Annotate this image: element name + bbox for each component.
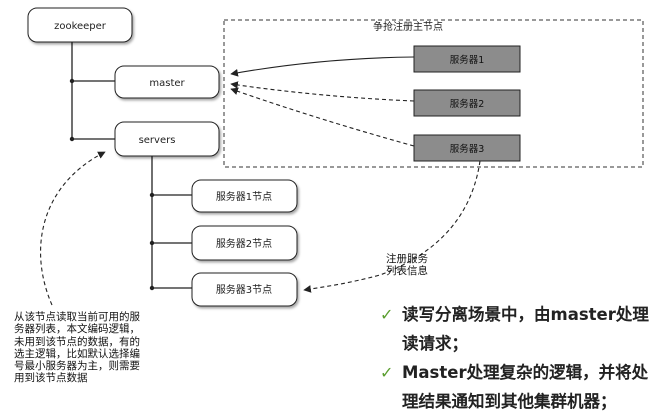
- node-servers: servers: [114, 121, 220, 157]
- bullet-list: ✓ 读写分离场景中，由master处理 读请求； ✓ Master处理复杂的逻辑…: [380, 300, 650, 416]
- note-line: 用到该节点数据: [14, 372, 88, 385]
- bullet-item-2-cont: 理结果通知到其他集群机器；: [380, 387, 650, 416]
- election-arrows: [230, 56, 415, 147]
- connector-dots: [69, 78, 155, 291]
- check-icon: ✓: [380, 363, 394, 382]
- election-region: [223, 19, 644, 168]
- bullet-2-line-2: 理结果通知到其他集群机器；: [402, 392, 617, 411]
- node-zookeeper-label: zookeeper: [54, 21, 107, 32]
- side-label: 注册服务 列表信息: [386, 253, 428, 277]
- arrow-server1-to-master: [230, 56, 415, 77]
- arrow-read-servers: [40, 151, 106, 306]
- note-line: 选主逻辑，比如默认选择编: [14, 347, 140, 360]
- server-box-1-label: 服务器1: [450, 54, 485, 66]
- check-icon: ✓: [380, 305, 394, 324]
- node-server1: 服务器1节点: [191, 179, 298, 213]
- arrow-server3-to-master: [230, 87, 415, 147]
- node-server1-label: 服务器1节点: [216, 190, 272, 203]
- election-title: 争抢注册主节点: [373, 20, 443, 33]
- server-box-3: 服务器3: [413, 134, 521, 162]
- node-zookeeper: zookeeper: [27, 7, 133, 43]
- server-box-1: 服务器1: [413, 45, 521, 73]
- bullet-1-line-2: 读请求；: [402, 334, 468, 353]
- node-servers-label: servers: [139, 135, 176, 146]
- server-box-2-label: 服务器2: [450, 98, 485, 110]
- bullet-1-line-1: 读写分离场景中，由master处理: [402, 305, 649, 324]
- server-box-3-label: 服务器3: [450, 143, 485, 155]
- tree-connectors: [71, 42, 192, 289]
- note-line: 从该节点读取当前可用的服: [14, 311, 140, 323]
- node-master-label: master: [149, 78, 185, 89]
- arrow-server2-to-master: [230, 81, 415, 102]
- side-label-line-1: 注册服务: [386, 253, 428, 265]
- node-server3: 服务器3节点: [191, 272, 298, 307]
- side-label-line-2: 列表信息: [386, 265, 428, 277]
- note-line: 未用到该节点的数据，有的: [14, 335, 140, 348]
- server-box-2: 服务器2: [413, 89, 521, 117]
- bullet-2-line-1: Master处理复杂的逻辑，并将处: [402, 363, 649, 382]
- node-server2: 服务器2节点: [191, 225, 298, 261]
- note-line: 号最小服务器为主，则需要: [14, 360, 140, 373]
- node-server2-label: 服务器2节点: [216, 237, 272, 250]
- node-master: master: [114, 65, 220, 99]
- bullet-item-1: ✓ 读写分离场景中，由master处理: [380, 300, 650, 329]
- note-line: 务器列表，本文编码逻辑，: [14, 323, 140, 336]
- bullet-item-1-cont: 读请求；: [380, 329, 650, 358]
- bullet-item-2: ✓ Master处理复杂的逻辑，并将处: [380, 358, 650, 387]
- read-note: 从该节点读取当前可用的服 务器列表，本文编码逻辑， 未用到该节点的数据，有的 选…: [14, 311, 186, 385]
- node-server3-label: 服务器3节点: [216, 283, 272, 296]
